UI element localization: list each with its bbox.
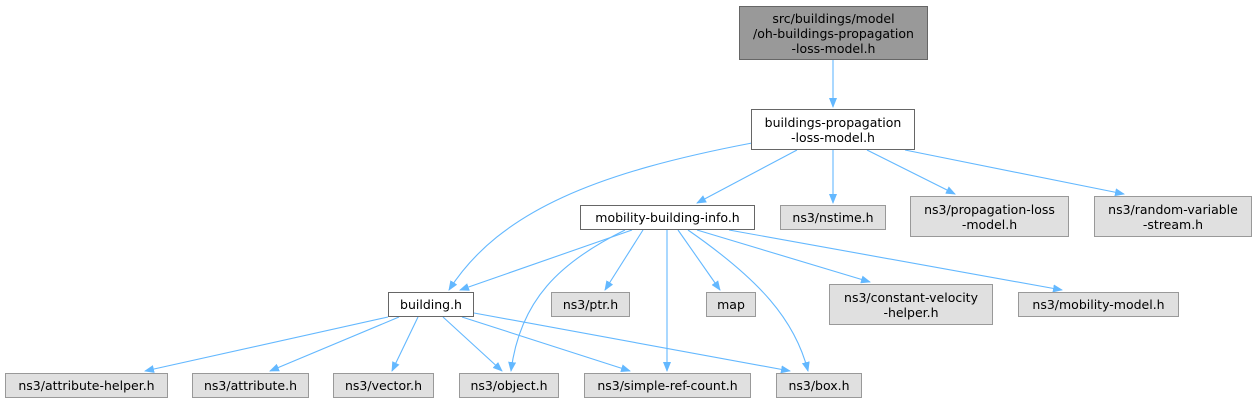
node-label-line: -helper.h: [883, 304, 939, 320]
node-label-line: src/buildings/model: [772, 10, 895, 26]
edge-mbi-to-constvel: [696, 229, 871, 284]
edge-mbi-to-ptr: [604, 229, 644, 291]
edge-building-to-vector: [391, 316, 419, 372]
edge-mbi-to-mobmodel: [728, 229, 1063, 293]
node-root-header[interactable]: src/buildings/model /oh-buildings-propag…: [739, 6, 928, 60]
node-label-line: mobility-building-info.h: [595, 210, 740, 225]
edge-bplm-to-randvar: [904, 149, 1125, 197]
node-label-line: ns3/simple-ref-count.h: [597, 378, 738, 393]
edges-layer: [144, 60, 1125, 374]
node-label-line: ns3/random-variable: [1108, 201, 1238, 217]
node-building[interactable]: building.h: [388, 292, 474, 317]
edge-building-to-attrhelper: [144, 316, 389, 373]
node-label-line: ns3/nstime.h: [792, 210, 874, 225]
edge-bplm-to-mbi: [696, 149, 798, 204]
node-label-line: map: [717, 297, 745, 312]
node-box[interactable]: ns3/box.h: [776, 373, 862, 398]
node-label-line: ns3/propagation-loss: [924, 201, 1055, 217]
node-random-variable-stream[interactable]: ns3/random-variable -stream.h: [1094, 196, 1252, 237]
node-label-line: ns3/ptr.h: [562, 297, 619, 312]
node-nstime[interactable]: ns3/nstime.h: [780, 205, 886, 230]
node-label-line: -loss-model.h: [791, 129, 875, 145]
edge-building-to-simpleref: [461, 316, 631, 373]
node-ptr[interactable]: ns3/ptr.h: [551, 292, 630, 317]
node-label-line: ns3/mobility-model.h: [1032, 297, 1165, 312]
node-mobility-model[interactable]: ns3/mobility-model.h: [1018, 292, 1179, 317]
edge-bplm-to-building: [448, 142, 753, 291]
edge-mbi-to-object: [508, 229, 626, 372]
node-label-line: ns3/attribute-helper.h: [18, 378, 155, 393]
edge-building-to-attribute: [269, 316, 400, 372]
node-map[interactable]: map: [706, 292, 756, 317]
edge-building-to-box: [473, 312, 791, 374]
node-simple-ref-count[interactable]: ns3/simple-ref-count.h: [584, 373, 751, 398]
node-label-line: /oh-buildings-propagation: [753, 25, 914, 41]
node-label-line: ns3/constant-velocity: [844, 289, 978, 305]
edge-mbi-to-box: [687, 229, 810, 372]
node-label-line: ns3/object.h: [470, 378, 548, 393]
edge-bplm-to-proploss: [866, 149, 956, 195]
node-attribute[interactable]: ns3/attribute.h: [192, 373, 309, 398]
node-label-line: -loss-model.h: [791, 40, 876, 56]
node-vector[interactable]: ns3/vector.h: [333, 373, 434, 398]
node-object[interactable]: ns3/object.h: [459, 373, 559, 398]
node-attribute-helper[interactable]: ns3/attribute-helper.h: [5, 373, 168, 398]
node-mobility-building-info[interactable]: mobility-building-info.h: [580, 205, 755, 230]
node-constant-velocity-helper[interactable]: ns3/constant-velocity -helper.h: [829, 284, 993, 325]
node-label-line: ns3/vector.h: [345, 378, 422, 393]
node-label-line: building.h: [400, 297, 462, 312]
edge-building-to-object: [442, 316, 503, 372]
node-label-line: buildings-propagation: [764, 114, 902, 130]
node-label-line: -stream.h: [1142, 216, 1204, 232]
edge-mbi-to-building: [459, 229, 633, 291]
node-label-line: ns3/box.h: [788, 378, 850, 393]
node-buildings-propagation-loss-model[interactable]: buildings-propagation -loss-model.h: [751, 109, 915, 150]
edge-mbi-to-map: [677, 229, 721, 291]
node-label-line: -model.h: [961, 216, 1018, 232]
node-label-line: ns3/attribute.h: [203, 378, 298, 393]
node-propagation-loss-model[interactable]: ns3/propagation-loss -model.h: [910, 196, 1069, 237]
